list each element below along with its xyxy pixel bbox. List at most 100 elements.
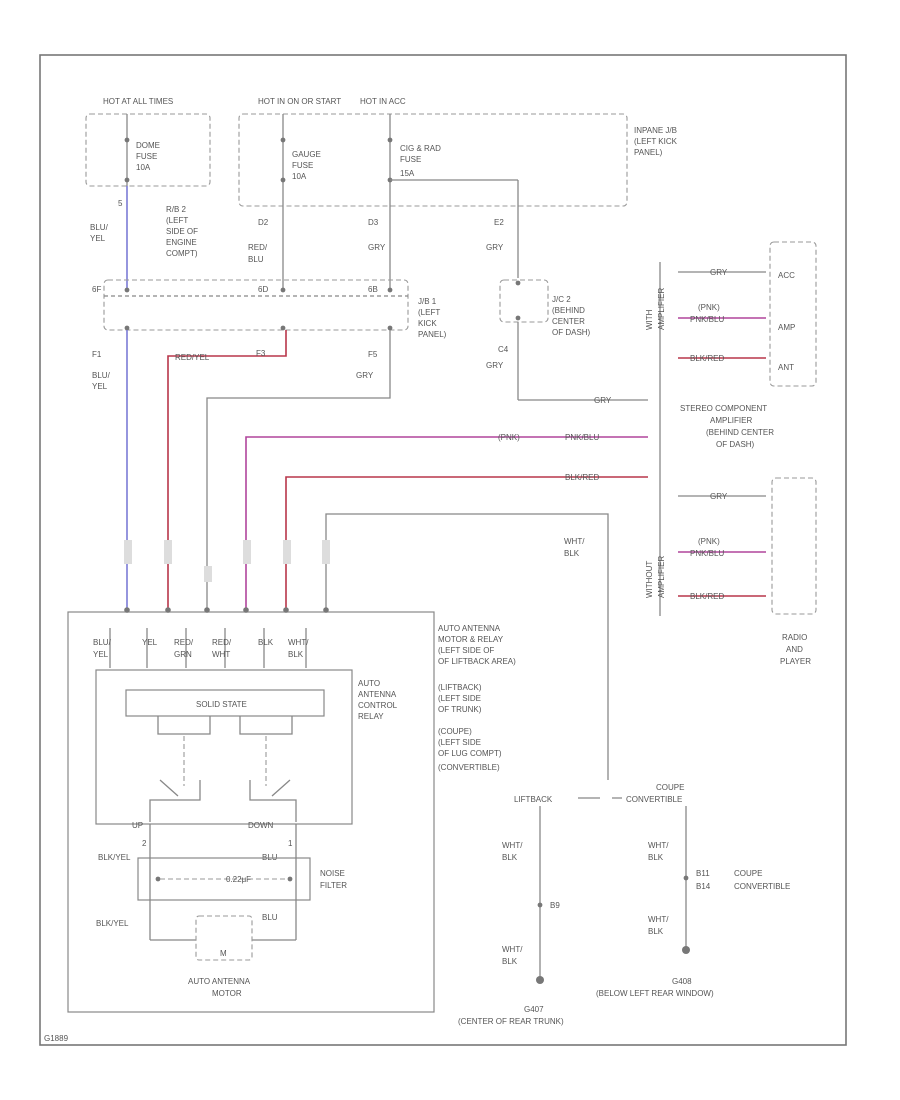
- hot-at-all-times-label: HOT AT ALL TIMES: [103, 97, 173, 106]
- auto-antenna-module: [67, 611, 435, 1013]
- pin-1-label-b: YEL: [93, 650, 109, 659]
- control-relay-label-4: RELAY: [358, 712, 384, 721]
- without-amplifier-label: WITHOUT AMPLIFIER: [645, 556, 666, 598]
- document-id: G1889: [44, 1034, 69, 1043]
- wire-gry-e2: GRY: [486, 243, 504, 252]
- svg-text:OF TRUNK): OF TRUNK): [438, 705, 482, 714]
- b14-convertible-label: CONVERTIBLE: [734, 882, 790, 891]
- pin-5-label-a: BLK: [258, 638, 274, 647]
- connector-f5: F5: [368, 350, 378, 359]
- ground-g408-symbol: [682, 946, 690, 954]
- jb1-label-2: (LEFT: [418, 308, 440, 317]
- svg-text:WITHOUT: WITHOUT: [645, 561, 654, 598]
- ground-right-wht-blk-2: BLK: [648, 853, 664, 862]
- ground-left-wht-blk-3: WHT/: [502, 945, 523, 954]
- jb1-label-3: KICK: [418, 319, 437, 328]
- up-label: UP: [132, 821, 143, 830]
- control-relay-box: [95, 669, 353, 825]
- wire-gry-amp: GRY: [594, 396, 612, 405]
- blu-bottom: BLU: [262, 913, 278, 922]
- ground-left-wht-blk-1: WHT/: [502, 841, 523, 850]
- hot-in-on-label: HOT IN ON OR START: [258, 97, 341, 106]
- jb1-pin-6d: 6D: [258, 285, 268, 294]
- control-relay-label-3: CONTROL: [358, 701, 398, 710]
- diagram-frame: [39, 54, 847, 1046]
- jc2-label-4: OF DASH): [552, 328, 591, 337]
- noise-filter-label-2: FILTER: [320, 881, 347, 890]
- motor-pin-1: 1: [288, 839, 293, 848]
- amp-wire-blk-red: BLK/RED: [690, 354, 724, 363]
- solid-state-box: [125, 689, 325, 717]
- amp-term-ant: ANT: [778, 363, 794, 372]
- jc2-box: [499, 279, 549, 323]
- pin-3-label-a: RED/: [174, 638, 194, 647]
- wire-gry-c4: GRY: [486, 361, 504, 370]
- pin-6-label-b: BLK: [288, 650, 304, 659]
- pin-1-label-a: BLU/: [93, 638, 112, 647]
- gauge-fuse-label-2: FUSE: [292, 161, 313, 170]
- amp-label-1: STEREO COMPONENT: [680, 404, 767, 413]
- motor-label-2: MOTOR: [212, 989, 242, 998]
- pin-4-label-b: WHT: [212, 650, 230, 659]
- svg-text:AMPLIFIER: AMPLIFIER: [657, 556, 666, 598]
- dome-fuse-label-2: FUSE: [136, 152, 157, 161]
- connector-b9: B9: [550, 901, 560, 910]
- gauge-fuse-label-1: GAUGE: [292, 150, 321, 159]
- radio-wire-blk-red: BLK/RED: [690, 592, 724, 601]
- amp-acc-wire-gry: GRY: [710, 268, 728, 277]
- antenna-pin-dots: [124, 607, 329, 613]
- ground-liftback: LIFTBACK: [514, 795, 553, 804]
- connector-d3: D3: [368, 218, 379, 227]
- amp-wire-pnk-1: (PNK): [698, 303, 720, 312]
- connector-c4: C4: [498, 345, 509, 354]
- hot-in-acc-label: HOT IN ACC: [360, 97, 406, 106]
- wire-wht-blk-2: BLK: [564, 549, 580, 558]
- rb2-label-1: R/B 2: [166, 205, 187, 214]
- svg-text:OF LUG COMPT): OF LUG COMPT): [438, 749, 502, 758]
- jb1-label-1: J/B 1: [418, 297, 437, 306]
- wire-red-blu-2: BLU: [248, 255, 264, 264]
- ground-g407-symbol: [536, 976, 544, 984]
- pin-2-label-a: YEL: [142, 638, 158, 647]
- motor-pin-2: 2: [142, 839, 147, 848]
- svg-text:AMPLIFIER: AMPLIFIER: [657, 288, 666, 330]
- dome-fuse-box: [85, 113, 211, 187]
- svg-text:(CONVERTIBLE): (CONVERTIBLE): [438, 763, 500, 772]
- connector-e2: E2: [494, 218, 504, 227]
- svg-text:WITH: WITH: [645, 309, 654, 330]
- with-amplifier-label: WITH AMPLIFIER: [645, 288, 666, 330]
- svg-text:MOTOR & RELAY: MOTOR & RELAY: [438, 635, 504, 644]
- ipjb-label-3: PANEL): [634, 148, 663, 157]
- svg-text:(LEFT SIDE OF: (LEFT SIDE OF: [438, 646, 494, 655]
- radio-label-1: RADIO: [782, 633, 807, 642]
- svg-text:(LIFTBACK): (LIFTBACK): [438, 683, 482, 692]
- radio-wire-gry: GRY: [710, 492, 728, 501]
- jb1-label-4: PANEL): [418, 330, 447, 339]
- jc2-label-3: CENTER: [552, 317, 585, 326]
- ground-left-wht-blk-4: BLK: [502, 957, 518, 966]
- control-relay-label-1: AUTO: [358, 679, 380, 688]
- amp-label-3: (BEHIND CENTER: [706, 428, 774, 437]
- connector-d2: D2: [258, 218, 269, 227]
- motor-label-1: AUTO ANTENNA: [188, 977, 251, 986]
- ground-left-wht-blk-2: BLK: [502, 853, 518, 862]
- wire-red-yel-label: RED/YEL: [175, 353, 210, 362]
- amp-term-acc: ACC: [778, 271, 795, 280]
- wire-blu-yel-mid-1: BLU/: [92, 371, 111, 380]
- rb2-label-5: COMPT): [166, 249, 198, 258]
- svg-text:OF LIFTBACK AREA): OF LIFTBACK AREA): [438, 657, 516, 666]
- wire-red-blu-1: RED/: [248, 243, 268, 252]
- wire-gry-d3: GRY: [368, 243, 386, 252]
- ground-g408-location: (BELOW LEFT REAR WINDOW): [596, 989, 714, 998]
- pin-wire-tags: [124, 540, 330, 582]
- radio-label-3: PLAYER: [780, 657, 811, 666]
- radio-label-2: AND: [786, 645, 803, 654]
- wire-blu-yel-mid-2: YEL: [92, 382, 108, 391]
- blk-yel-bottom: BLK/YEL: [96, 919, 129, 928]
- jb1-box: [103, 279, 409, 331]
- wire-gry-f5: GRY: [356, 371, 374, 380]
- dome-fuse-pin: 5: [118, 199, 123, 208]
- dome-fuse-label-1: DOME: [136, 141, 160, 150]
